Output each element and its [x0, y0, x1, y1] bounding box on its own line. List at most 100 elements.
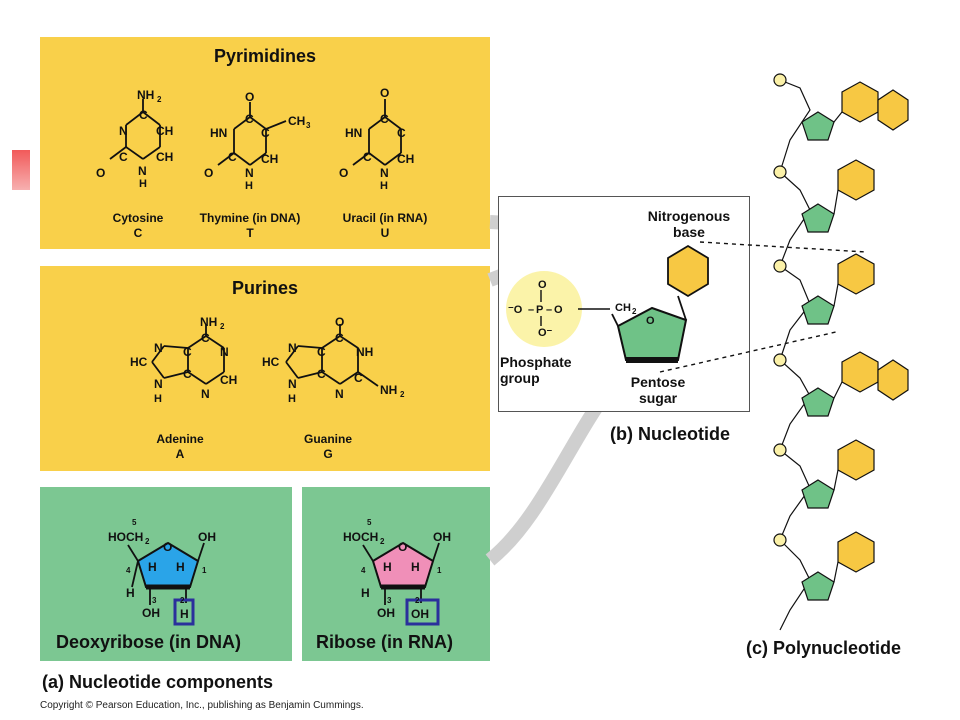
svg-text:HN: HN — [345, 126, 362, 140]
svg-text:C: C — [335, 331, 344, 345]
purines-panel — [40, 266, 490, 471]
svg-text:H: H — [148, 560, 157, 574]
svg-text:NH: NH — [356, 345, 373, 359]
svg-text:C: C — [139, 108, 148, 122]
svg-text:O: O — [163, 540, 172, 554]
svg-text:O: O — [96, 166, 105, 180]
svg-text:O: O — [554, 304, 563, 316]
purines-title: Purines — [231, 278, 299, 298]
svg-text:H: H — [176, 560, 185, 574]
svg-text:2: 2 — [400, 390, 405, 399]
deoxyribose-label: Deoxyribose (in DNA) — [56, 632, 242, 652]
guanine-letter: G — [323, 447, 333, 461]
svg-text:HC: HC — [262, 355, 280, 369]
svg-text:N: N — [154, 377, 163, 391]
svg-text:2: 2 — [145, 537, 150, 546]
svg-text:N: N — [288, 341, 297, 355]
svg-text:2: 2 — [632, 307, 637, 316]
copyright-notice: Copyright © Pearson Education, Inc., pub… — [40, 700, 364, 711]
pentose-sugar-label: Pentose sugar — [630, 374, 686, 406]
svg-text:2: 2 — [415, 596, 420, 605]
svg-text:O: O — [380, 86, 389, 100]
uracil-letter: U — [380, 226, 390, 240]
svg-text:–: – — [528, 304, 534, 316]
svg-text:N: N — [288, 377, 297, 391]
svg-text:CH: CH — [156, 124, 173, 138]
svg-text:3: 3 — [306, 121, 311, 130]
svg-text:5: 5 — [132, 518, 137, 527]
pyrimidines-panel — [40, 37, 490, 249]
svg-text:N: N — [201, 387, 210, 401]
svg-text:OH: OH — [142, 606, 160, 620]
svg-text:H: H — [361, 586, 370, 600]
svg-text:N: N — [154, 341, 163, 355]
svg-text:H: H — [139, 178, 147, 190]
svg-text:C: C — [363, 150, 372, 164]
svg-text:1: 1 — [437, 566, 442, 575]
svg-text:CH: CH — [261, 152, 278, 166]
svg-text:H: H — [180, 607, 189, 621]
svg-text:H: H — [126, 586, 135, 600]
polynucleotide-caption: (c) Polynucleotide — [746, 638, 902, 658]
svg-text:HOCH: HOCH — [343, 530, 378, 544]
ribose-label: Ribose (in RNA) — [316, 632, 453, 652]
svg-text:N: N — [245, 166, 254, 180]
svg-text:O: O — [245, 90, 254, 104]
svg-text:N: N — [335, 387, 344, 401]
svg-text:C: C — [228, 150, 237, 164]
svg-text:O: O — [339, 166, 348, 180]
nucleotide-components-caption: (a) Nucleotide components — [42, 672, 274, 692]
svg-text:C: C — [183, 345, 192, 359]
svg-text:O: O — [398, 540, 407, 554]
svg-text:NH: NH — [200, 315, 217, 329]
pyrimidines-title: Pyrimidines — [213, 46, 317, 66]
svg-text:OH: OH — [377, 606, 395, 620]
svg-text:HN: HN — [210, 126, 227, 140]
svg-text:O⁻: O⁻ — [538, 327, 553, 339]
svg-text:HOCH: HOCH — [108, 530, 143, 544]
guanine-name: Guanine — [303, 432, 352, 446]
svg-text:C: C — [317, 367, 326, 381]
svg-text:H: H — [288, 393, 296, 405]
svg-text:O: O — [646, 315, 655, 327]
svg-text:C: C — [261, 126, 270, 140]
svg-text:3: 3 — [387, 596, 392, 605]
svg-text:OH: OH — [198, 530, 216, 544]
svg-text:CH: CH — [397, 152, 414, 166]
svg-text:O: O — [335, 315, 344, 329]
svg-text:2: 2 — [180, 596, 185, 605]
phosphate-group-label: Phosphate group — [500, 354, 572, 386]
svg-text:C: C — [317, 345, 326, 359]
adenine-letter: A — [175, 447, 185, 461]
svg-text:2: 2 — [380, 537, 385, 546]
svg-text:C: C — [119, 150, 128, 164]
svg-text:3: 3 — [152, 596, 157, 605]
svg-text:1: 1 — [202, 566, 207, 575]
thymine-letter: T — [246, 226, 254, 240]
svg-text:H: H — [380, 180, 388, 192]
svg-text:5: 5 — [367, 518, 372, 527]
svg-text:C: C — [245, 112, 254, 126]
uracil-name: Uracil (in RNA) — [342, 211, 428, 225]
svg-text:H: H — [245, 180, 253, 192]
svg-text:N: N — [220, 345, 229, 359]
nucleotide-caption: (b) Nucleotide — [610, 424, 730, 444]
svg-text:⁻O: ⁻O — [508, 304, 523, 316]
svg-text:C: C — [201, 331, 210, 345]
svg-text:4: 4 — [126, 566, 131, 575]
svg-text:4: 4 — [361, 566, 366, 575]
svg-text:C: C — [380, 112, 389, 126]
svg-text:OH: OH — [411, 607, 429, 621]
svg-text:N: N — [138, 164, 147, 178]
slide-accent-mark — [12, 150, 30, 190]
svg-text:CH: CH — [156, 150, 173, 164]
svg-text:N: N — [119, 124, 128, 138]
cytosine-letter: C — [133, 226, 143, 240]
svg-text:H: H — [383, 560, 392, 574]
svg-text:C: C — [183, 367, 192, 381]
